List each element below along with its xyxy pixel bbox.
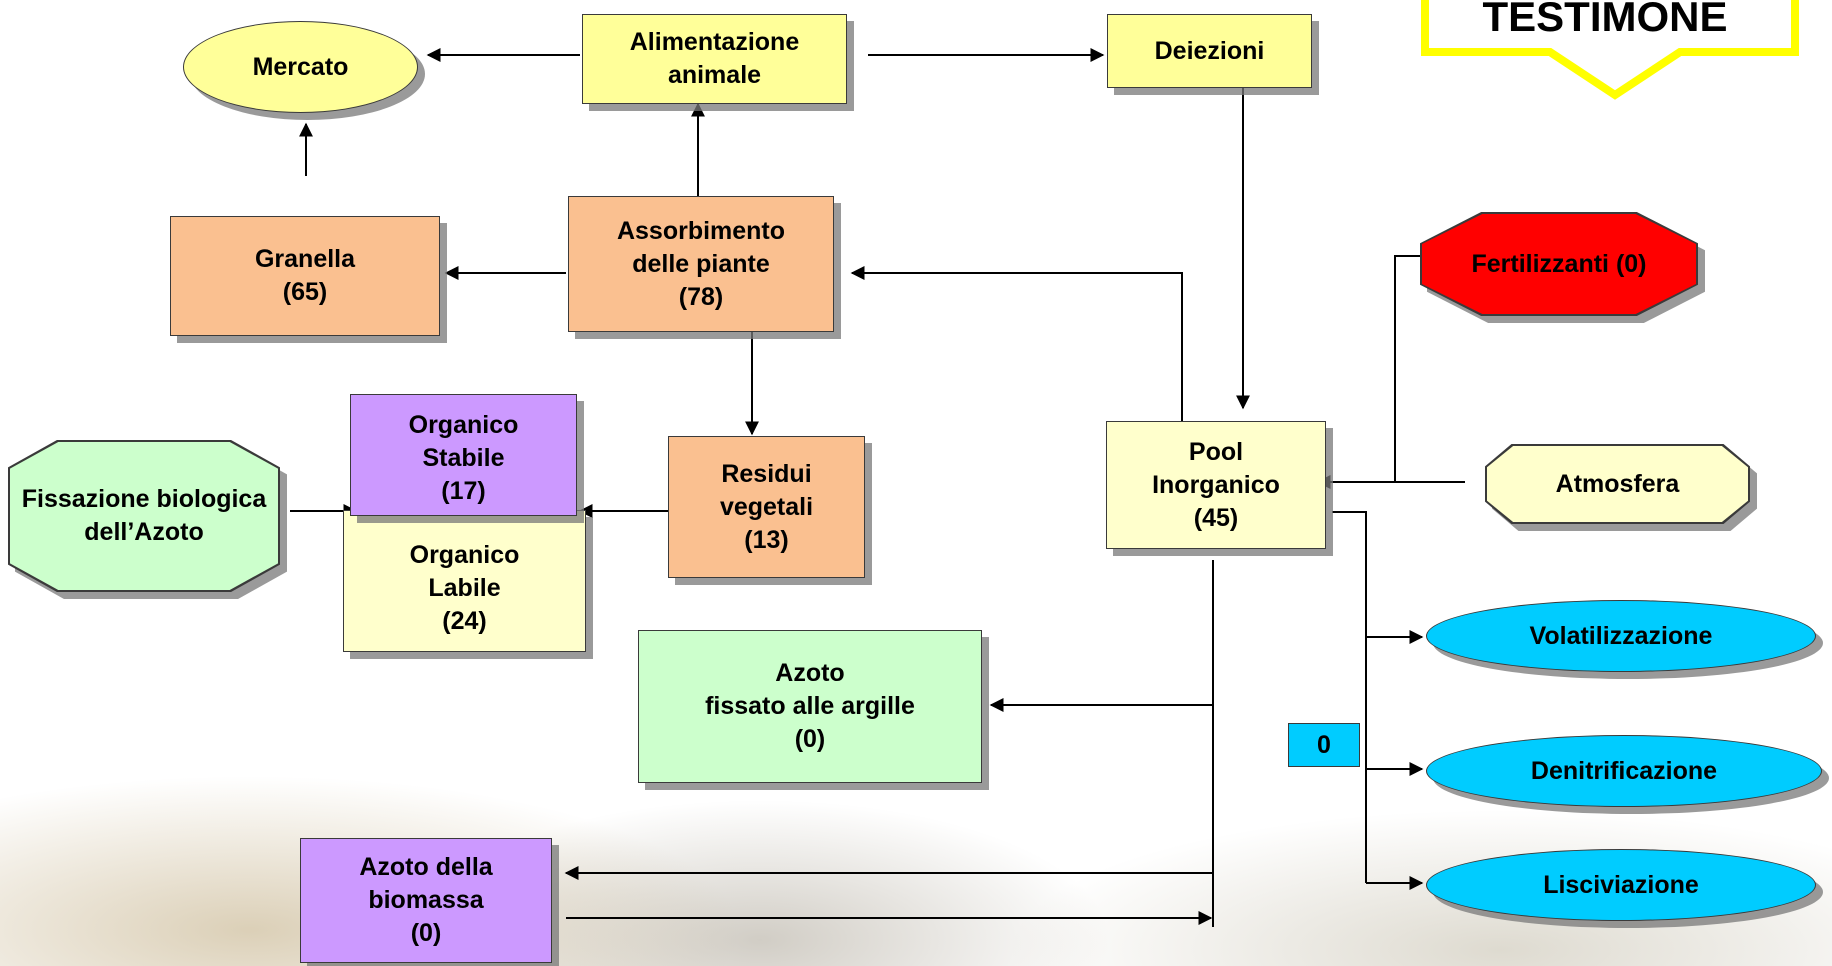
testimone-callout — [1421, 0, 1799, 100]
node-denitrificazione: Denitrificazione — [1426, 735, 1822, 807]
node-volatilizzazione: Volatilizzazione — [1426, 600, 1816, 672]
node-organico-stabile: Organico Stabile (17) — [350, 394, 577, 516]
node-azoto-biomassa: Azoto della biomassa (0) — [300, 838, 552, 963]
testimone-label: TESTIMONE — [1482, 0, 1728, 34]
node-alimentazione-animale: Alimentazione animale — [582, 14, 847, 104]
node-assorbimento: Assorbimento delle piante (78) — [568, 196, 834, 332]
node-atmosfera: Atmosfera — [1485, 444, 1750, 524]
node-pool-inorganico: Pool Inorganico (45) — [1106, 421, 1326, 549]
node-granella: Granella (65) — [170, 216, 440, 336]
node-organico-labile: Organico Labile (24) — [343, 510, 586, 652]
node-azoto-argille: Azoto fissato alle argille (0) — [638, 630, 982, 783]
node-deiezioni: Deiezioni — [1107, 14, 1312, 88]
node-fissazione-biologica: Fissazione biologica dell’Azoto — [8, 440, 280, 592]
node-fertilizzanti: Fertilizzanti (0) — [1420, 212, 1698, 316]
node-mercato: Mercato — [183, 21, 418, 113]
value-zero-box: 0 — [1288, 723, 1360, 767]
arrow-pool-assorbimento — [850, 266, 1183, 421]
line-fertilizzanti-pool — [1394, 255, 1420, 483]
line-pool-split — [1332, 511, 1367, 883]
node-lisciviazione: Lisciviazione — [1426, 849, 1816, 921]
node-residui-vegetali: Residui vegetali (13) — [668, 436, 865, 578]
